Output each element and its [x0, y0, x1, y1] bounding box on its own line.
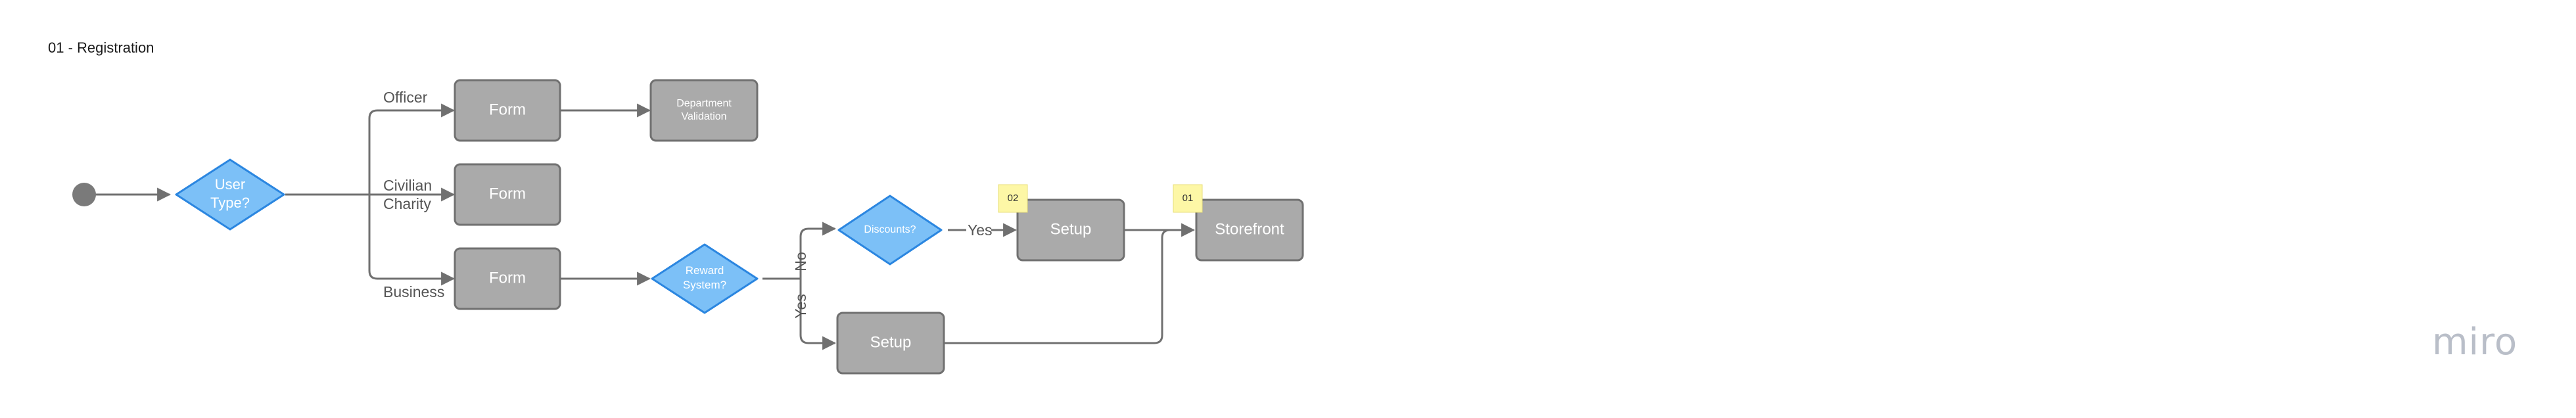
edge-label-charity: Charity: [383, 195, 431, 212]
edge-label-officer: Officer: [383, 89, 428, 106]
process-form-business[interactable]: Form: [454, 247, 561, 310]
process-setup-bottom-label: Setup: [870, 333, 912, 351]
process-form-officer-label: Form: [489, 101, 526, 118]
process-setup-top[interactable]: Setup: [1016, 198, 1125, 262]
process-form-officer[interactable]: Form: [454, 79, 561, 142]
edge-reward-no: [762, 221, 837, 280]
edge-label-civilian: Civilian: [383, 177, 432, 194]
miro-logo: miro: [2432, 321, 2518, 363]
process-form-civilian[interactable]: Form: [454, 163, 561, 226]
edge-label-no: No: [792, 252, 809, 271]
edge-reward-yes: [799, 279, 837, 350]
edge-label-yes-reward: Yes: [792, 294, 809, 319]
sticky-note-02-text: 02: [1008, 193, 1019, 204]
process-form-civilian-label: Form: [489, 185, 526, 202]
process-storefront-label: Storefront: [1215, 220, 1284, 238]
edge-label-business: Business: [383, 283, 444, 300]
process-setup-top-label: Setup: [1050, 220, 1092, 238]
connectors: [93, 103, 1196, 350]
process-form-business-label: Form: [489, 269, 526, 287]
sticky-note-01[interactable]: 01: [1173, 184, 1203, 213]
edge-setup-bottom-storefront: [944, 229, 1171, 344]
sticky-note-01-text: 01: [1183, 193, 1194, 204]
start-node: [72, 183, 96, 206]
edge-business: [368, 195, 456, 286]
decision-discounts[interactable]: Discounts?: [837, 195, 943, 266]
decision-discounts-label: Discounts?: [864, 224, 916, 235]
edge-label-yes-discounts: Yes: [968, 221, 993, 239]
process-setup-bottom[interactable]: Setup: [836, 312, 945, 375]
board-title: 01 - Registration: [48, 39, 154, 56]
process-storefront[interactable]: Storefront: [1195, 198, 1304, 262]
sticky-note-02[interactable]: 02: [998, 184, 1028, 213]
edge-officer: [368, 103, 456, 195]
